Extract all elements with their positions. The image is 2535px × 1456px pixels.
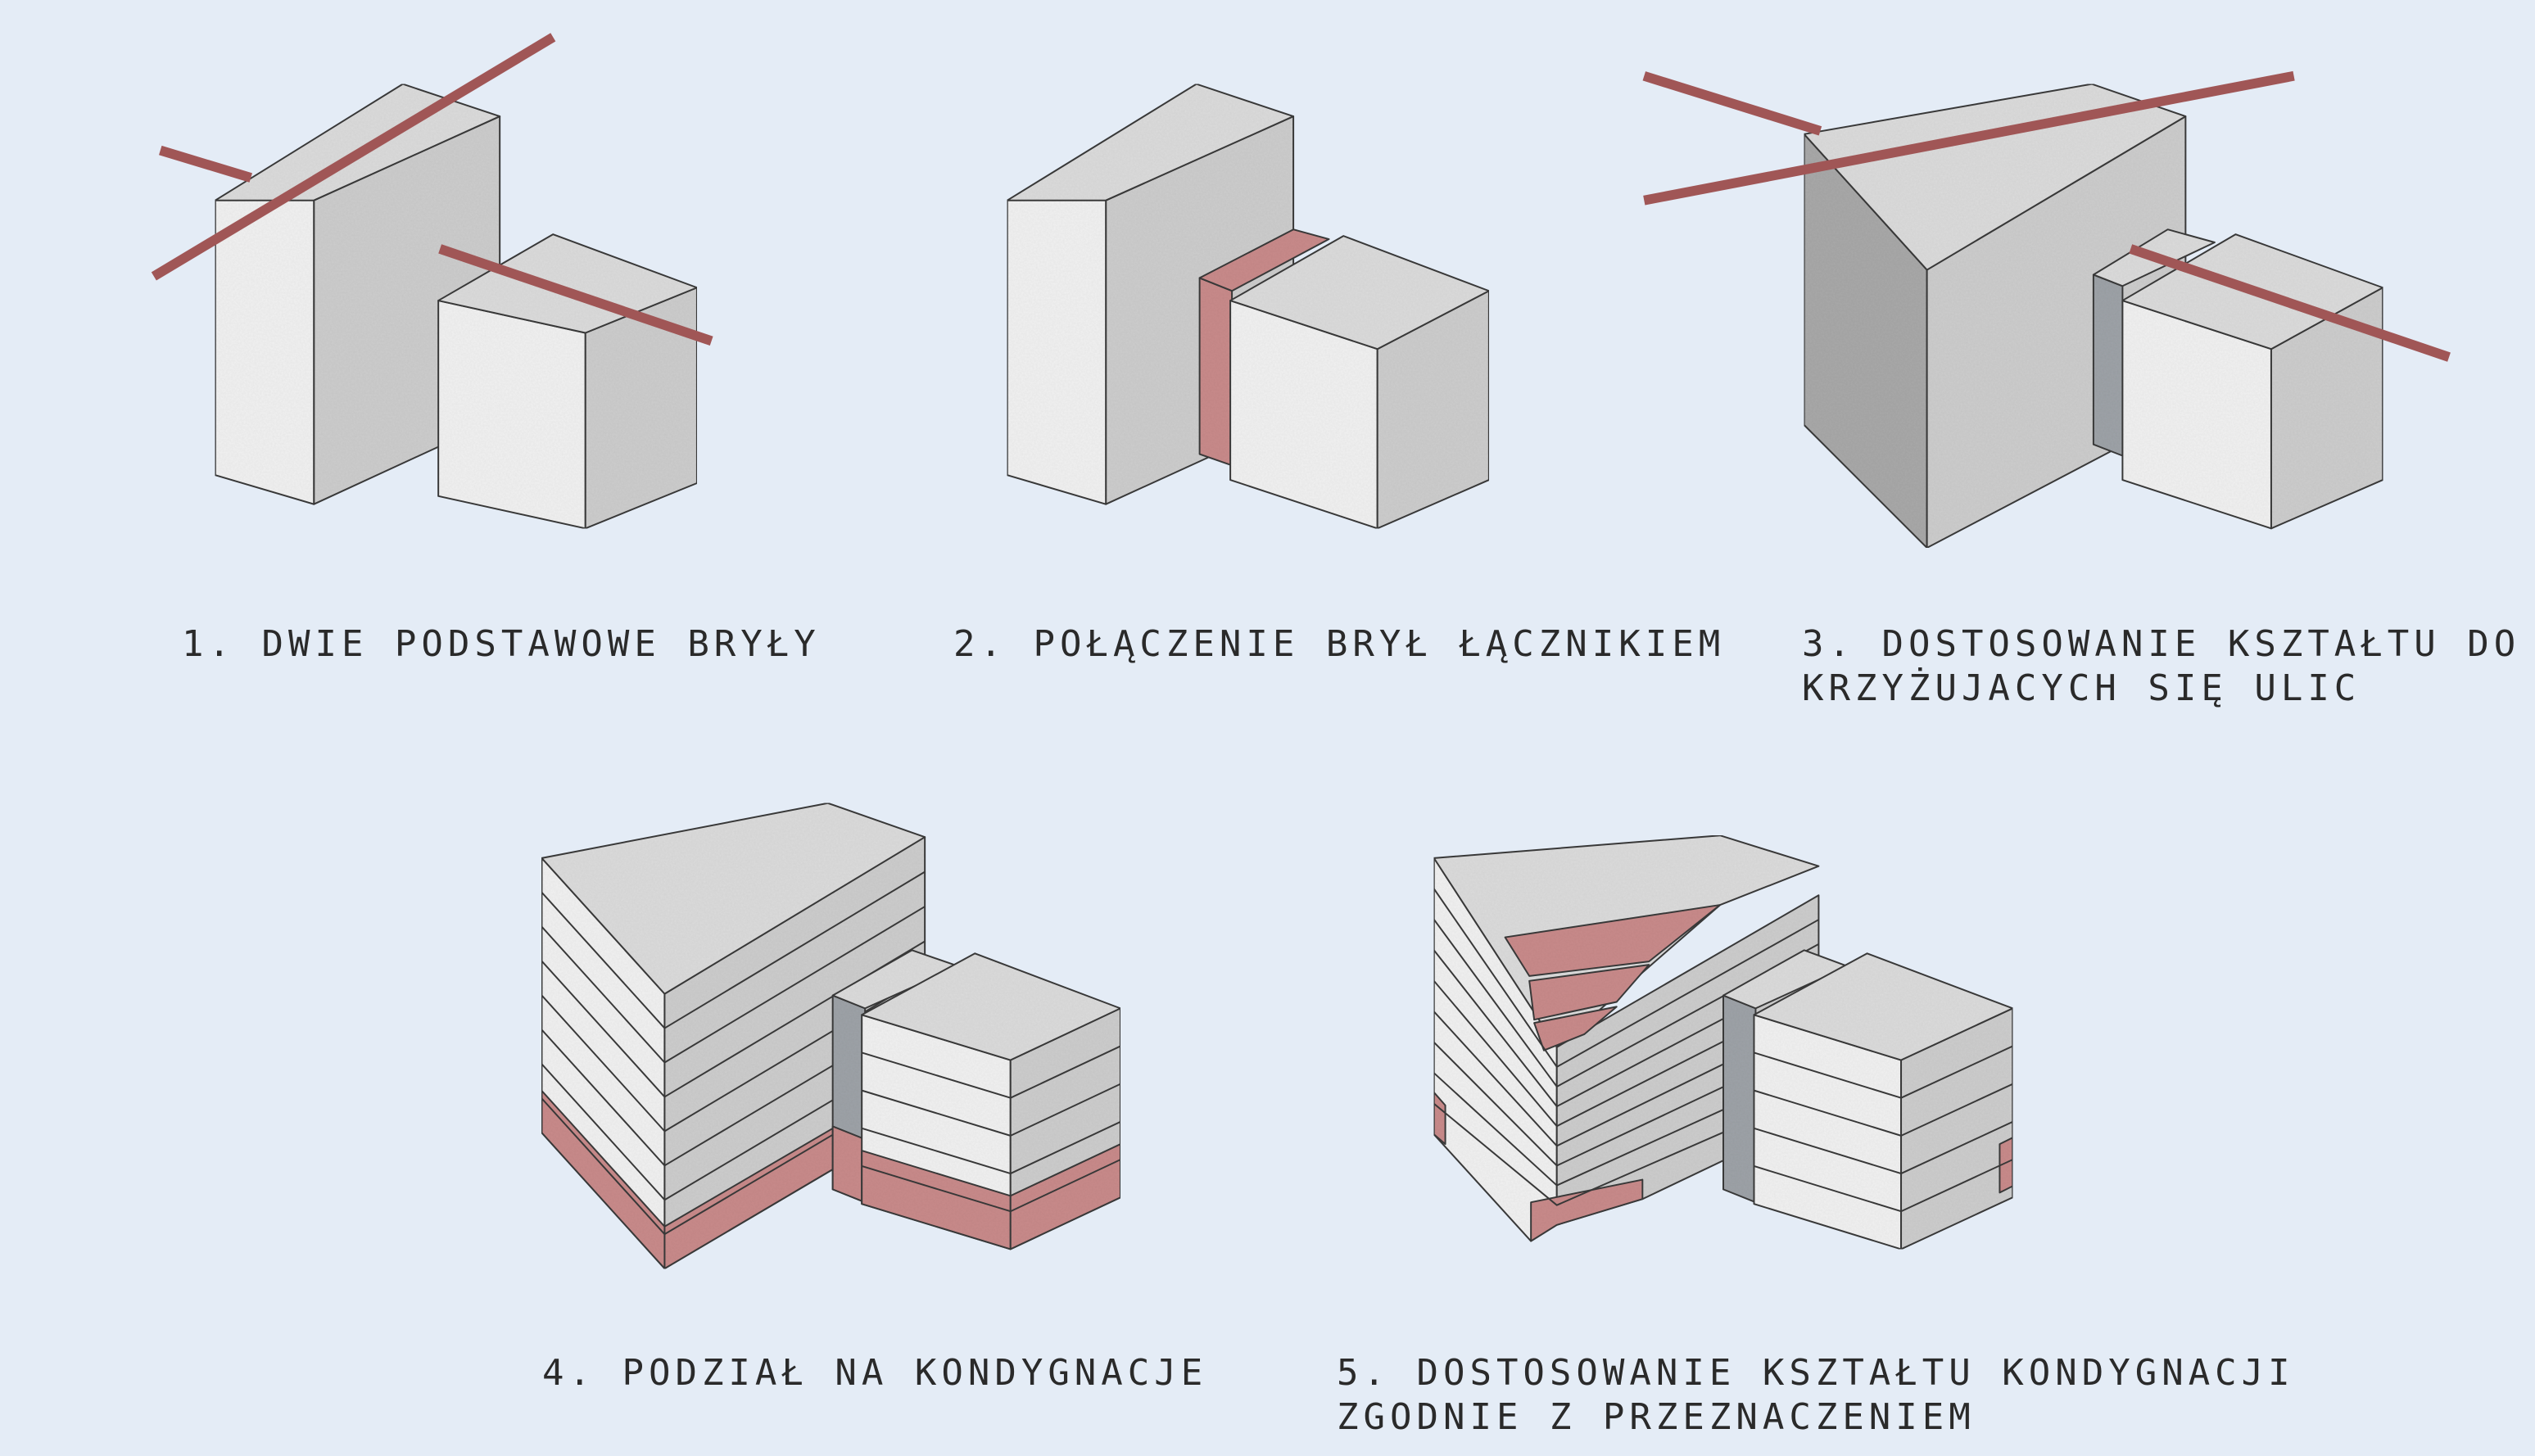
step-5-caption-line2: ZGODNIE Z PRZEZNACZENIEM — [1337, 1396, 1976, 1438]
step-1-drawing — [214, 83, 698, 530]
floor-line — [861, 1083, 1121, 1137]
step-4-cube — [861, 952, 1121, 1250]
step-3-caption-line2: KRZYŻUJACYCH SIĘ ULIC — [1802, 667, 2361, 709]
step-4-cube-floor-lines — [861, 1045, 1121, 1213]
floor-line — [1754, 1121, 2013, 1175]
step-5-cube-floor-lines — [1754, 1045, 2013, 1213]
step-1-caption: 1. DWIE PODSTAWOWE BRYŁY — [182, 622, 821, 667]
step-3-street-lines — [1642, 70, 2451, 362]
step-2-caption-line1: 2. POŁĄCZENIE BRYŁ ŁĄCZNIKIEM — [953, 623, 1726, 665]
step-2-drawing — [1006, 83, 1490, 530]
floor-line — [1754, 1159, 2013, 1213]
floor-line — [541, 870, 926, 1029]
step-5-cube — [1753, 952, 2014, 1250]
step-1-caption-line1: 1. DWIE PODSTAWOWE BRYŁY — [182, 623, 821, 665]
step-5-drawing — [1433, 834, 2014, 1250]
step-2-cube — [1229, 235, 1490, 530]
step-1-street-lines — [151, 33, 713, 346]
step-5-caption: 5. DOSTOSOWANIE KSZTAŁTU KONDYGNACJI ZGO… — [1337, 1351, 2295, 1440]
step-4-connector — [831, 949, 960, 1204]
floor-line — [861, 1159, 1121, 1213]
step-5-terraces — [1504, 904, 1722, 1051]
step-5-connector — [1722, 949, 1849, 1204]
step-2-caption: 2. POŁĄCZENIE BRYŁ ŁĄCZNIKIEM — [953, 622, 1725, 667]
floor-line — [861, 1045, 1121, 1099]
step-3-caption-line1: 3. DOSTOSOWANIE KSZTAŁTU DO — [1802, 623, 2521, 665]
step-4-drawing — [541, 802, 1121, 1270]
floor-line — [1754, 1045, 2013, 1099]
step-4-caption-line1: 4. PODZIAŁ NA KONDYGNACJE — [542, 1352, 1208, 1394]
step-3-cube — [2121, 233, 2384, 530]
step-5-caption-line1: 5. DOSTOSOWANIE KSZTAŁTU KONDYGNACJI — [1337, 1352, 2295, 1394]
step-3-caption: 3. DOSTOSOWANIE KSZTAŁTU DO KRZYŻUJACYCH… — [1802, 622, 2520, 711]
step-1-tall-block — [214, 83, 501, 505]
step-4-caption: 4. PODZIAŁ NA KONDYGNACJE — [542, 1351, 1207, 1395]
floor-line — [541, 906, 926, 1064]
step-1-cube — [437, 233, 698, 530]
floor-line — [861, 1121, 1121, 1175]
floor-line — [1754, 1083, 2013, 1137]
floor-line — [1433, 888, 1819, 1068]
